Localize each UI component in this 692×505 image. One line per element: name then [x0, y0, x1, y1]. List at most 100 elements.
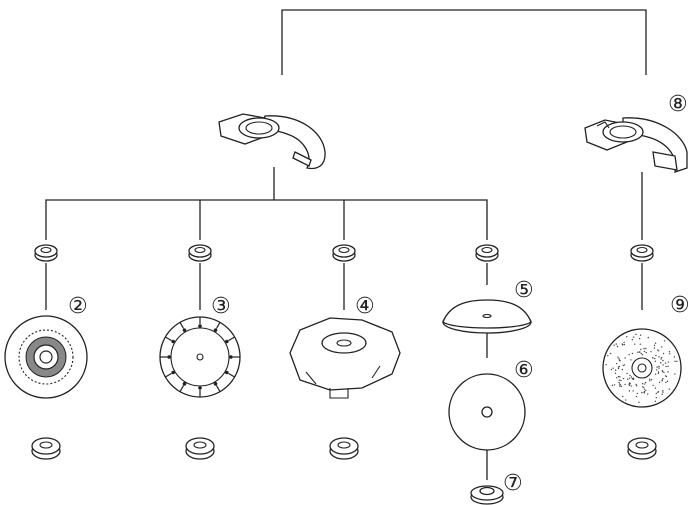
- stipple-dot: [654, 342, 657, 344]
- stipple-dot: [662, 390, 664, 392]
- stipple-dot: [659, 362, 662, 364]
- stipple-dot: [653, 344, 656, 347]
- stipple-dot: [614, 372, 617, 374]
- stipple-dot: [614, 369, 617, 371]
- stipple-dot: [623, 341, 625, 344]
- stipple-dot: [621, 368, 624, 371]
- stipple-dot: [635, 383, 637, 386]
- stipple-dot: [663, 340, 666, 342]
- stipple-dot: [616, 345, 619, 348]
- callout-7: ⑦: [503, 471, 523, 496]
- stipple-dot: [657, 371, 660, 373]
- inner-flange-5: [630, 244, 654, 262]
- stipple-dot: [660, 356, 663, 359]
- wheel-nut-2: [185, 437, 215, 460]
- stipple-dot: [629, 382, 631, 385]
- callout-9: ⑨: [670, 293, 690, 318]
- stipple-dot: [623, 364, 626, 366]
- stipple-dot: [631, 338, 634, 341]
- wheel-nut-1: [31, 437, 61, 460]
- stipple-dot: [626, 372, 628, 375]
- stipple-dot: [638, 337, 641, 340]
- stipple-dot: [628, 390, 631, 392]
- stipple-dot: [654, 387, 657, 389]
- stipple-dot: [665, 365, 667, 368]
- stipple-dot: [637, 351, 639, 354]
- stipple-dot: [624, 357, 626, 359]
- stipple-dot: [612, 367, 614, 369]
- stipple-dot: [620, 385, 623, 388]
- stipple-dot: [632, 377, 635, 379]
- stipple-dot: [652, 357, 654, 359]
- stipple-dot: [667, 371, 669, 373]
- blade-slot-hole: [167, 355, 171, 359]
- stipple-dot: [623, 343, 625, 346]
- disc-lock-nut: [470, 485, 504, 505]
- stipple-dot: [657, 350, 660, 352]
- stipple-dot: [655, 392, 658, 395]
- stipple-dot: [654, 373, 657, 375]
- stipple-dot: [630, 359, 632, 361]
- stipple-dot: [626, 336, 628, 338]
- stipple-dot: [657, 391, 660, 393]
- stipple-dot: [658, 381, 661, 384]
- stipple-dot: [613, 344, 615, 346]
- stipple-dot: [642, 386, 644, 388]
- stipple-dot: [643, 383, 646, 385]
- stipple-dot: [632, 390, 634, 392]
- stipple-dot: [630, 385, 632, 387]
- diamond-segmented-blade: [159, 316, 241, 398]
- blade-slot: [165, 372, 172, 378]
- blade-slot-hole: [213, 328, 218, 332]
- stipple-dot: [658, 356, 660, 358]
- stipple-dot: [656, 366, 658, 368]
- inner-flange-2: [188, 244, 212, 262]
- stipple-dot: [618, 381, 620, 384]
- stipple-dot: [654, 357, 656, 360]
- stipple-dot: [674, 360, 676, 363]
- stipple-dot: [660, 346, 663, 348]
- wheel-nut-3: [329, 437, 359, 460]
- stipple-dot: [664, 362, 667, 364]
- stipple-dot: [634, 343, 636, 345]
- stipple-dot: [610, 368, 613, 371]
- stipple-dot: [619, 384, 622, 386]
- stipple-dot: [641, 383, 644, 385]
- stipple-dot: [624, 383, 626, 386]
- blade-slot-hole: [171, 339, 175, 344]
- blade-slot-hole: [182, 328, 187, 332]
- stipple-dot: [632, 378, 635, 381]
- stipple-dot: [661, 393, 663, 396]
- stipple-dot: [611, 384, 614, 387]
- stipple-dot: [647, 393, 649, 395]
- callout-3: ③: [211, 294, 231, 319]
- stipple-dot: [655, 396, 658, 399]
- stipple-dot: [648, 378, 651, 380]
- stipple-dot: [661, 370, 664, 373]
- stipple-dot: [628, 377, 631, 379]
- blade-slot: [215, 322, 221, 329]
- callout-2: ②: [68, 294, 88, 319]
- stipple-dot: [621, 344, 624, 346]
- blade-slot-hole: [229, 355, 233, 359]
- blade-slot: [228, 372, 235, 378]
- stipple-dot: [628, 353, 630, 356]
- stipple-dot: [645, 389, 647, 392]
- blade-slot-hole: [225, 339, 229, 344]
- stipple-dot: [632, 336, 635, 338]
- stipple-dot: [616, 362, 618, 365]
- stipple-dot: [650, 351, 652, 353]
- stipple-dot: [645, 381, 647, 384]
- stipple-dot: [643, 347, 645, 350]
- stipple-dot: [622, 377, 625, 380]
- blade-slot: [179, 385, 185, 392]
- stipple-dot: [658, 365, 660, 368]
- stipple-dot: [673, 356, 676, 358]
- blade-slot-hole: [225, 370, 229, 375]
- stipple-dot: [666, 380, 669, 383]
- stipple-dot: [629, 374, 631, 377]
- stipple-dot: [662, 391, 664, 393]
- stipple-dot: [628, 384, 631, 387]
- stipple-dot: [630, 376, 633, 378]
- stipple-dot: [619, 385, 621, 387]
